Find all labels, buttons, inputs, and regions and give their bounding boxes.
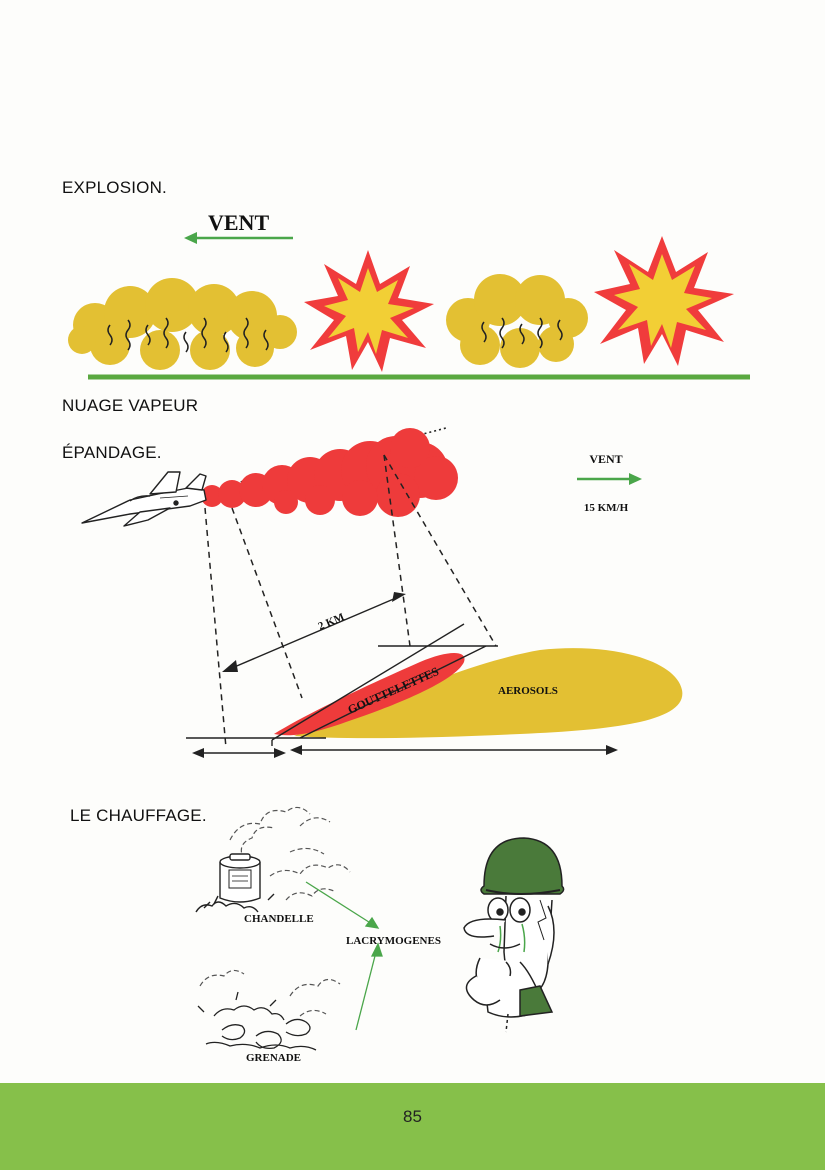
footer-band — [0, 1083, 825, 1170]
tear-gas-label: LACRYMOGENES — [346, 935, 441, 947]
gas-canister-icon — [195, 853, 275, 913]
candle-label: CHANDELLE — [244, 913, 314, 925]
vapor-cloud-icon — [68, 278, 297, 370]
explosion-burst-icon — [594, 236, 734, 366]
page-number: 85 — [403, 1107, 422, 1126]
smoke-puffs — [229, 806, 351, 901]
grenade-rubble — [197, 991, 317, 1051]
tear-gas-pointers — [305, 881, 383, 1031]
explosion-wind-indicator: VENT — [184, 210, 293, 244]
aerosols-label: AEROSOLS — [498, 685, 558, 697]
spray-reference-lines — [186, 623, 498, 746]
explosion-burst-icon — [304, 250, 434, 372]
aerosol-cloud — [294, 648, 683, 739]
spraying-wind-speed: 15 KM/H — [584, 502, 629, 514]
illustration-canvas: VENT — [68, 210, 750, 1064]
grenade-label: GRENADE — [246, 1052, 301, 1064]
grenade-smoke — [199, 969, 341, 1017]
jet-plane-icon — [81, 471, 207, 527]
droplet-band — [274, 653, 465, 736]
section-title-heating: LE CHAUFFAGE. — [70, 806, 207, 825]
cloud-caption: NUAGE VAPEUR — [62, 396, 199, 415]
vapor-cloud-icon — [446, 274, 588, 368]
distance-arrow: 2 KM — [222, 592, 406, 672]
explosion-wind-label: VENT — [208, 210, 269, 235]
soldier-face-icon — [463, 837, 565, 1033]
section-title-spraying: ÉPANDAGE. — [62, 443, 162, 462]
spray-cloud — [201, 428, 458, 517]
spraying-wind-arrow-head — [629, 473, 642, 485]
fallout-range-arrows — [192, 745, 618, 758]
vapor-squiggles — [107, 317, 269, 353]
distance-label: 2 KM — [316, 611, 346, 633]
spraying-wind-label: VENT — [589, 452, 622, 466]
spray-drop-lines — [204, 454, 497, 749]
explosion-wind-arrow-head — [184, 232, 197, 244]
spraying-wind-indicator: VENT 15 KM/H — [577, 452, 642, 514]
section-title-explosion: EXPLOSION. — [62, 178, 167, 197]
